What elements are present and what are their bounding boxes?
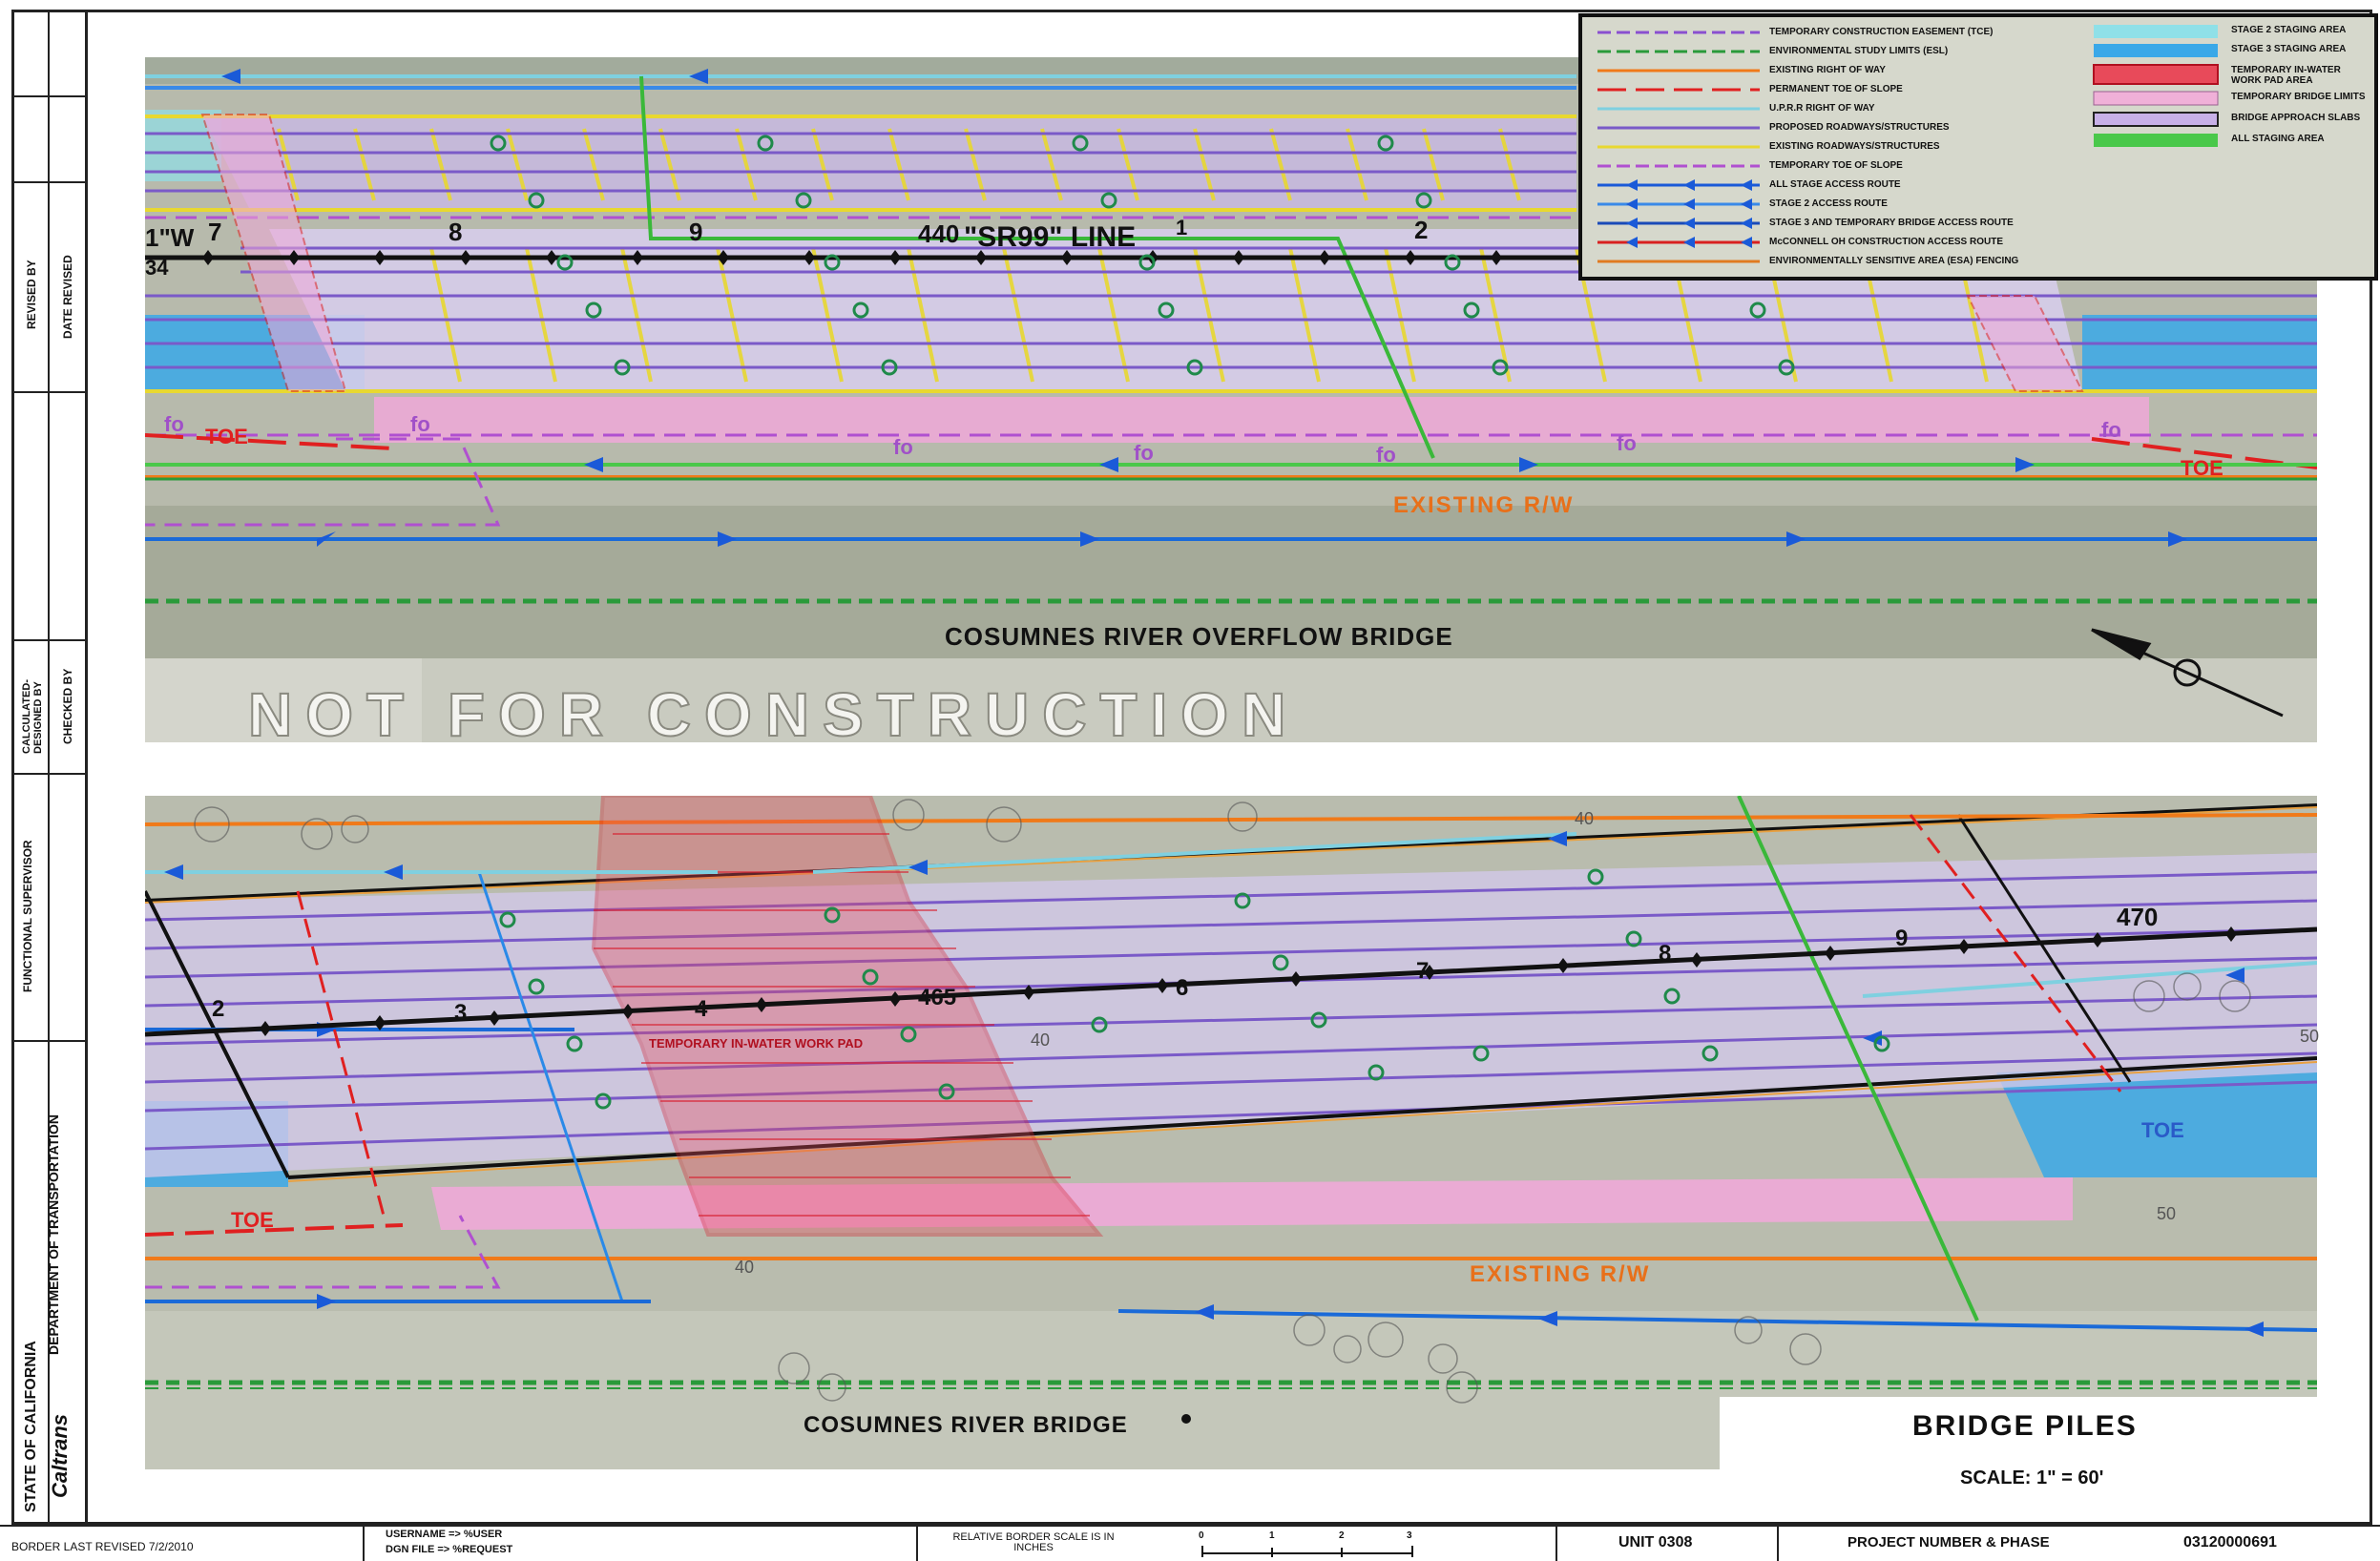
bottom-station-label-5: 7 [1416, 958, 1430, 984]
unit-field: UNIT 0308 [1618, 1534, 1693, 1551]
sheet-scale: SCALE: 1" = 60' [1960, 1467, 2104, 1488]
legend-item-temporary-toe: TEMPORARY TOE OF SLOPE [1769, 160, 1903, 171]
legend-item-tce: TEMPORARY CONSTRUCTION EASEMENT (TCE) [1769, 27, 1994, 37]
legend-item-esa-fencing: ENVIRONMENTALLY SENSITIVE AREA (ESA) FEN… [1769, 256, 2019, 266]
legend-item-work-pad: TEMPORARY IN-WATER WORK PAD AREA [2231, 65, 2341, 86]
bottom-station-label-4: 6 [1176, 975, 1189, 1001]
scale-bar [1201, 1546, 1413, 1557]
legend-item-all-stage-access: ALL STAGE ACCESS ROUTE [1769, 179, 1901, 190]
legend-item-approach-slabs: BRIDGE APPROACH SLABS [2231, 113, 2361, 123]
scale-tick-1: 1 [1269, 1530, 1275, 1541]
top-fo-label-6: fo [1617, 431, 1637, 455]
legend-item-existing-row: EXISTING RIGHT OF WAY [1769, 65, 1886, 75]
bottom-bridge-label: COSUMNES RIVER BRIDGE [804, 1412, 1128, 1438]
relative-border-scale: RELATIVE BORDER SCALE IS IN INCHES [952, 1531, 1115, 1553]
bottom-station-label-3: 465 [918, 985, 957, 1010]
date-revised-label: DATE REVISED [61, 255, 74, 339]
bottom-title-block [0, 1525, 2380, 1561]
legend-item-stage2-staging: STAGE 2 STAGING AREA [2231, 25, 2347, 35]
dgn-file-field: DGN FILE => %REQUEST [386, 1544, 513, 1555]
top-station-label-3: 9 [689, 218, 703, 246]
not-for-construction-watermark: NOT FOR CONSTRUCTION [247, 679, 1300, 750]
bottom-station-label-1: 3 [454, 1000, 468, 1026]
top-station-label-4: 1 [1176, 216, 1188, 239]
dept-label: DEPARTMENT OF TRANSPORTATION [46, 1114, 61, 1355]
bottom-toe-label-right: TOE [2141, 1118, 2184, 1142]
username-field: USERNAME => %USER [386, 1529, 503, 1540]
point-marker [1181, 1414, 1191, 1424]
top-station-label-0: 1"W [145, 223, 195, 252]
top-station-label-2: 8 [449, 218, 463, 246]
top-existing-rw-label: EXISTING R/W [1393, 492, 1575, 518]
contour-label-5: 40 [735, 1258, 755, 1277]
top-toe-label: TOE [205, 425, 248, 448]
border-last-revised: BORDER LAST REVISED 7/2/2010 [11, 1540, 194, 1553]
work-pad-label: TEMPORARY IN-WATER WORK PAD [649, 1036, 864, 1051]
legend-item-permanent-toe: PERMANENT TOE OF SLOPE [1769, 84, 1903, 94]
state-label: STATE OF CALIFORNIA [23, 1341, 39, 1512]
contour-label-3: 50 [2300, 1027, 2320, 1046]
legend-item-temp-bridge: TEMPORARY BRIDGE LIMITS [2231, 92, 2366, 102]
top-fo-label-2: fo [410, 412, 430, 436]
bottom-station-label-6: 8 [1659, 941, 1672, 967]
top-fo-label-1: fo [164, 412, 184, 436]
bottom-toe-label: TOE [231, 1208, 274, 1232]
top-bridge-label: COSUMNES RIVER OVERFLOW BRIDGE [945, 622, 1453, 651]
project-number-value: 03120000691 [2183, 1534, 2277, 1551]
calculated-by-label: CALCULATED-DESIGNED BY [21, 678, 44, 754]
top-line-station-prefix: 440 [918, 219, 960, 248]
contour-label-2: 40 [1031, 1030, 1051, 1050]
functional-supervisor-label: FUNCTIONAL SUPERVISOR [21, 840, 34, 992]
legend-item-uprr-row: U.P.R.R RIGHT OF WAY [1769, 103, 1875, 114]
top-fo-label-3: fo [893, 435, 913, 459]
caltrans-logo: Caltrans [48, 1413, 72, 1498]
top-fo-label-5: fo [1376, 443, 1396, 467]
scale-tick-0: 0 [1199, 1530, 1204, 1541]
top-edge-label: 34 [145, 256, 169, 280]
bottom-station-label-2: 4 [695, 996, 708, 1022]
project-number-label: PROJECT NUMBER & PHASE [1848, 1534, 2050, 1551]
checked-by-label: CHECKED BY [61, 668, 74, 744]
top-station-label-1: 7 [208, 218, 222, 246]
bottom-existing-rw-label: EXISTING R/W [1470, 1261, 1651, 1287]
contour-label-4: 50 [2157, 1204, 2177, 1223]
legend-item-proposed-roadways: PROPOSED ROADWAYS/STRUCTURES [1769, 122, 1950, 133]
top-fo-label-4: fo [1134, 441, 1154, 465]
sheet-title: BRIDGE PILES [1912, 1410, 2138, 1442]
legend: TEMPORARY CONSTRUCTION EASEMENT (TCE) EN… [1578, 13, 2378, 281]
sr99-line-label: "SR99" LINE [964, 221, 1137, 253]
legend-item-stage2-access: STAGE 2 ACCESS ROUTE [1769, 198, 1888, 209]
legend-item-mcconnell-access: McCONNELL OH CONSTRUCTION ACCESS ROUTE [1769, 237, 2004, 247]
bottom-plan-panel [145, 796, 2317, 1469]
legend-item-stage3-staging: STAGE 3 STAGING AREA [2231, 44, 2347, 54]
legend-item-all-staging: ALL STAGING AREA [2231, 134, 2325, 144]
bottom-station-label-8: 470 [2117, 903, 2159, 931]
top-toe-label-right: TOE [2181, 456, 2223, 480]
contour-label-1: 40 [1575, 809, 1595, 828]
legend-item-esl: ENVIRONMENTAL STUDY LIMITS (ESL) [1769, 46, 1949, 56]
bottom-station-label-0: 2 [212, 996, 225, 1022]
legend-item-existing-roadways: EXISTING ROADWAYS/STRUCTURES [1769, 141, 1940, 152]
top-station-label-5: 2 [1414, 216, 1429, 244]
top-fo-label-7: fo [2101, 418, 2121, 442]
sheet-border [11, 10, 2372, 1525]
revised-by-label: REVISED BY [25, 260, 38, 329]
left-title-strip [11, 10, 88, 1525]
scale-tick-2: 2 [1339, 1530, 1345, 1541]
scale-tick-3: 3 [1407, 1530, 1412, 1541]
legend-symbols [1597, 25, 2219, 263]
bottom-station-label-7: 9 [1895, 926, 1909, 951]
legend-item-stage3-access: STAGE 3 AND TEMPORARY BRIDGE ACCESS ROUT… [1769, 218, 2014, 228]
